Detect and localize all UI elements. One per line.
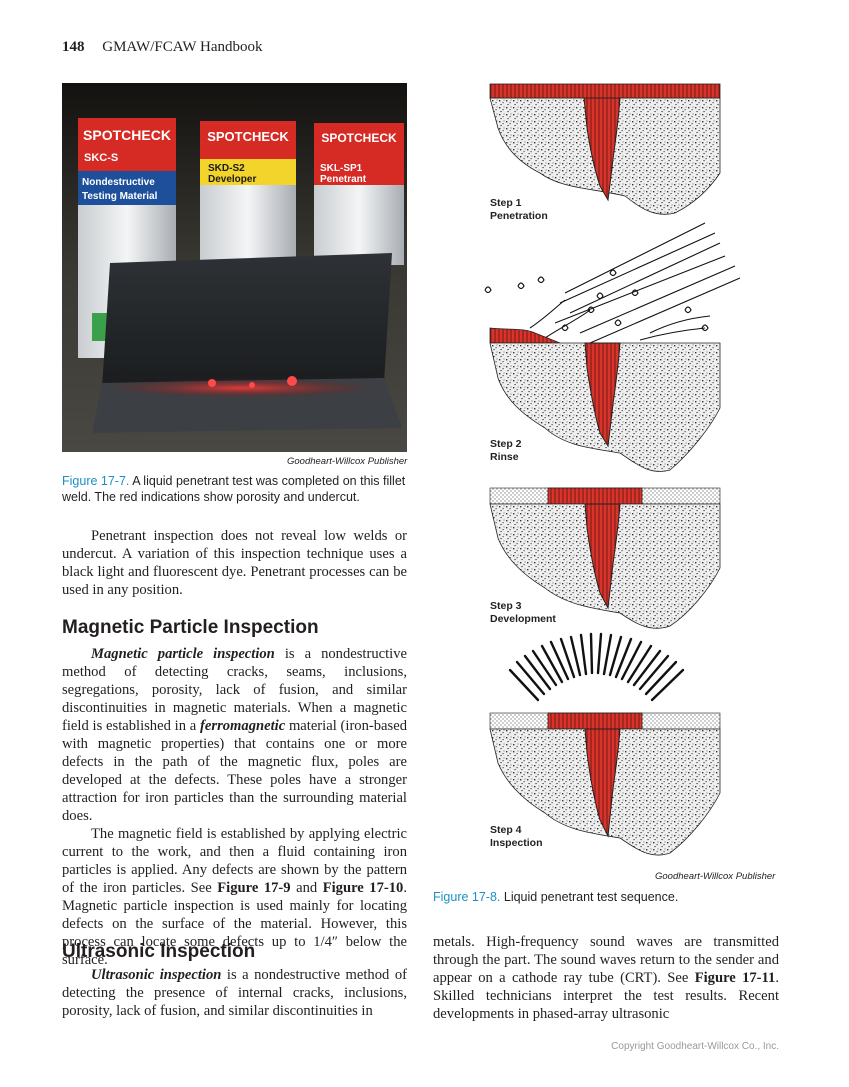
figure-17-7-caption: Figure 17-7. A liquid penetrant test was… [62,473,407,505]
can-3-line-1: Penetrant [320,174,367,185]
right-column-text: metals. High-frequency sound waves are t… [433,934,779,1022]
ref-figure-17-11: Figure 17-11 [694,970,776,986]
fillet-weld-specimen [92,253,402,433]
figure-17-7-photo: SPOTCHECK SKC-S Nondestructive Testing M… [62,83,407,452]
aerosol-can-1: SPOTCHECK SKC-S Nondestructive Testing M… [78,118,176,358]
can-3-brand: SPOTCHECK [321,131,397,145]
figure-17-8-caption: Figure 17-8. Liquid penetrant test seque… [433,889,779,905]
can-1-line-2: Testing Material [82,191,158,202]
ultrasonic-paragraph-1: Ultrasonic inspection is a nondestructiv… [62,967,407,1019]
term-ferromagnetic: ferromagnetic [200,718,286,734]
can-1-line-1: Nondestructive [82,177,155,188]
aerosol-can-3: SPOTCHECK SKL-SP1 Penetrant [314,123,404,265]
ref-figure-17-10: Figure 17-10 [322,880,404,896]
step-4-inspection-drawing [489,632,721,856]
magnetic-section: Magnetic particle inspection is a nondes… [62,645,407,969]
copyright-footer: Copyright Goodheart-Willcox Co., Inc. [611,1041,779,1052]
term-ultrasonic: Ultrasonic inspection [91,967,222,983]
can-2-line-1: Developer [208,174,256,185]
figure-17-7-credit: Goodheart-Willcox Publisher [287,456,408,467]
book-title: GMAW/FCAW Handbook [102,39,263,55]
figure-17-8-diagram [484,83,741,856]
figure-17-8-caption-text: Liquid penetrant test sequence. [500,890,679,904]
running-header: 148 GMAW/FCAW Handbook [62,39,262,56]
can-1-code: SKC-S [84,152,118,164]
figure-17-7-label: Figure 17-7. [62,474,130,488]
term-magnetic-particle: Magnetic particle inspection [91,646,275,662]
can-1-brand: SPOTCHECK [83,127,171,143]
ref-figure-17-9: Figure 17-9 [217,880,291,896]
figure-17-8-credit: Goodheart-Willcox Publisher [655,871,776,882]
aerosol-can-2: SPOTCHECK SKD-S2 Developer [200,121,296,266]
intro-paragraph: Penetrant inspection does not reveal low… [62,528,407,598]
can-2-code: SKD-S2 [208,163,245,174]
can-3-code: SKL-SP1 [320,163,363,174]
page-number: 148 [62,39,85,55]
can-2-brand: SPOTCHECK [207,129,289,144]
heading-ultrasonic: Ultrasonic Inspection [62,941,256,962]
magnetic-paragraph-2: The magnetic field is established by app… [62,826,407,968]
heading-magnetic-particle: Magnetic Particle Inspection [62,617,319,638]
figure-17-7-caption-text: A liquid penetrant test was completed on… [62,474,406,504]
figure-17-8-label: Figure 17-8. [433,890,501,904]
step-2-rinse-drawing [484,222,741,472]
step-3-development-drawing [489,487,721,629]
magnetic-paragraph-1: Magnetic particle inspection is a nondes… [62,646,407,824]
step-1-penetration-drawing [489,83,721,215]
ultrasonic-section: Ultrasonic inspection is a nondestructiv… [62,966,407,1020]
